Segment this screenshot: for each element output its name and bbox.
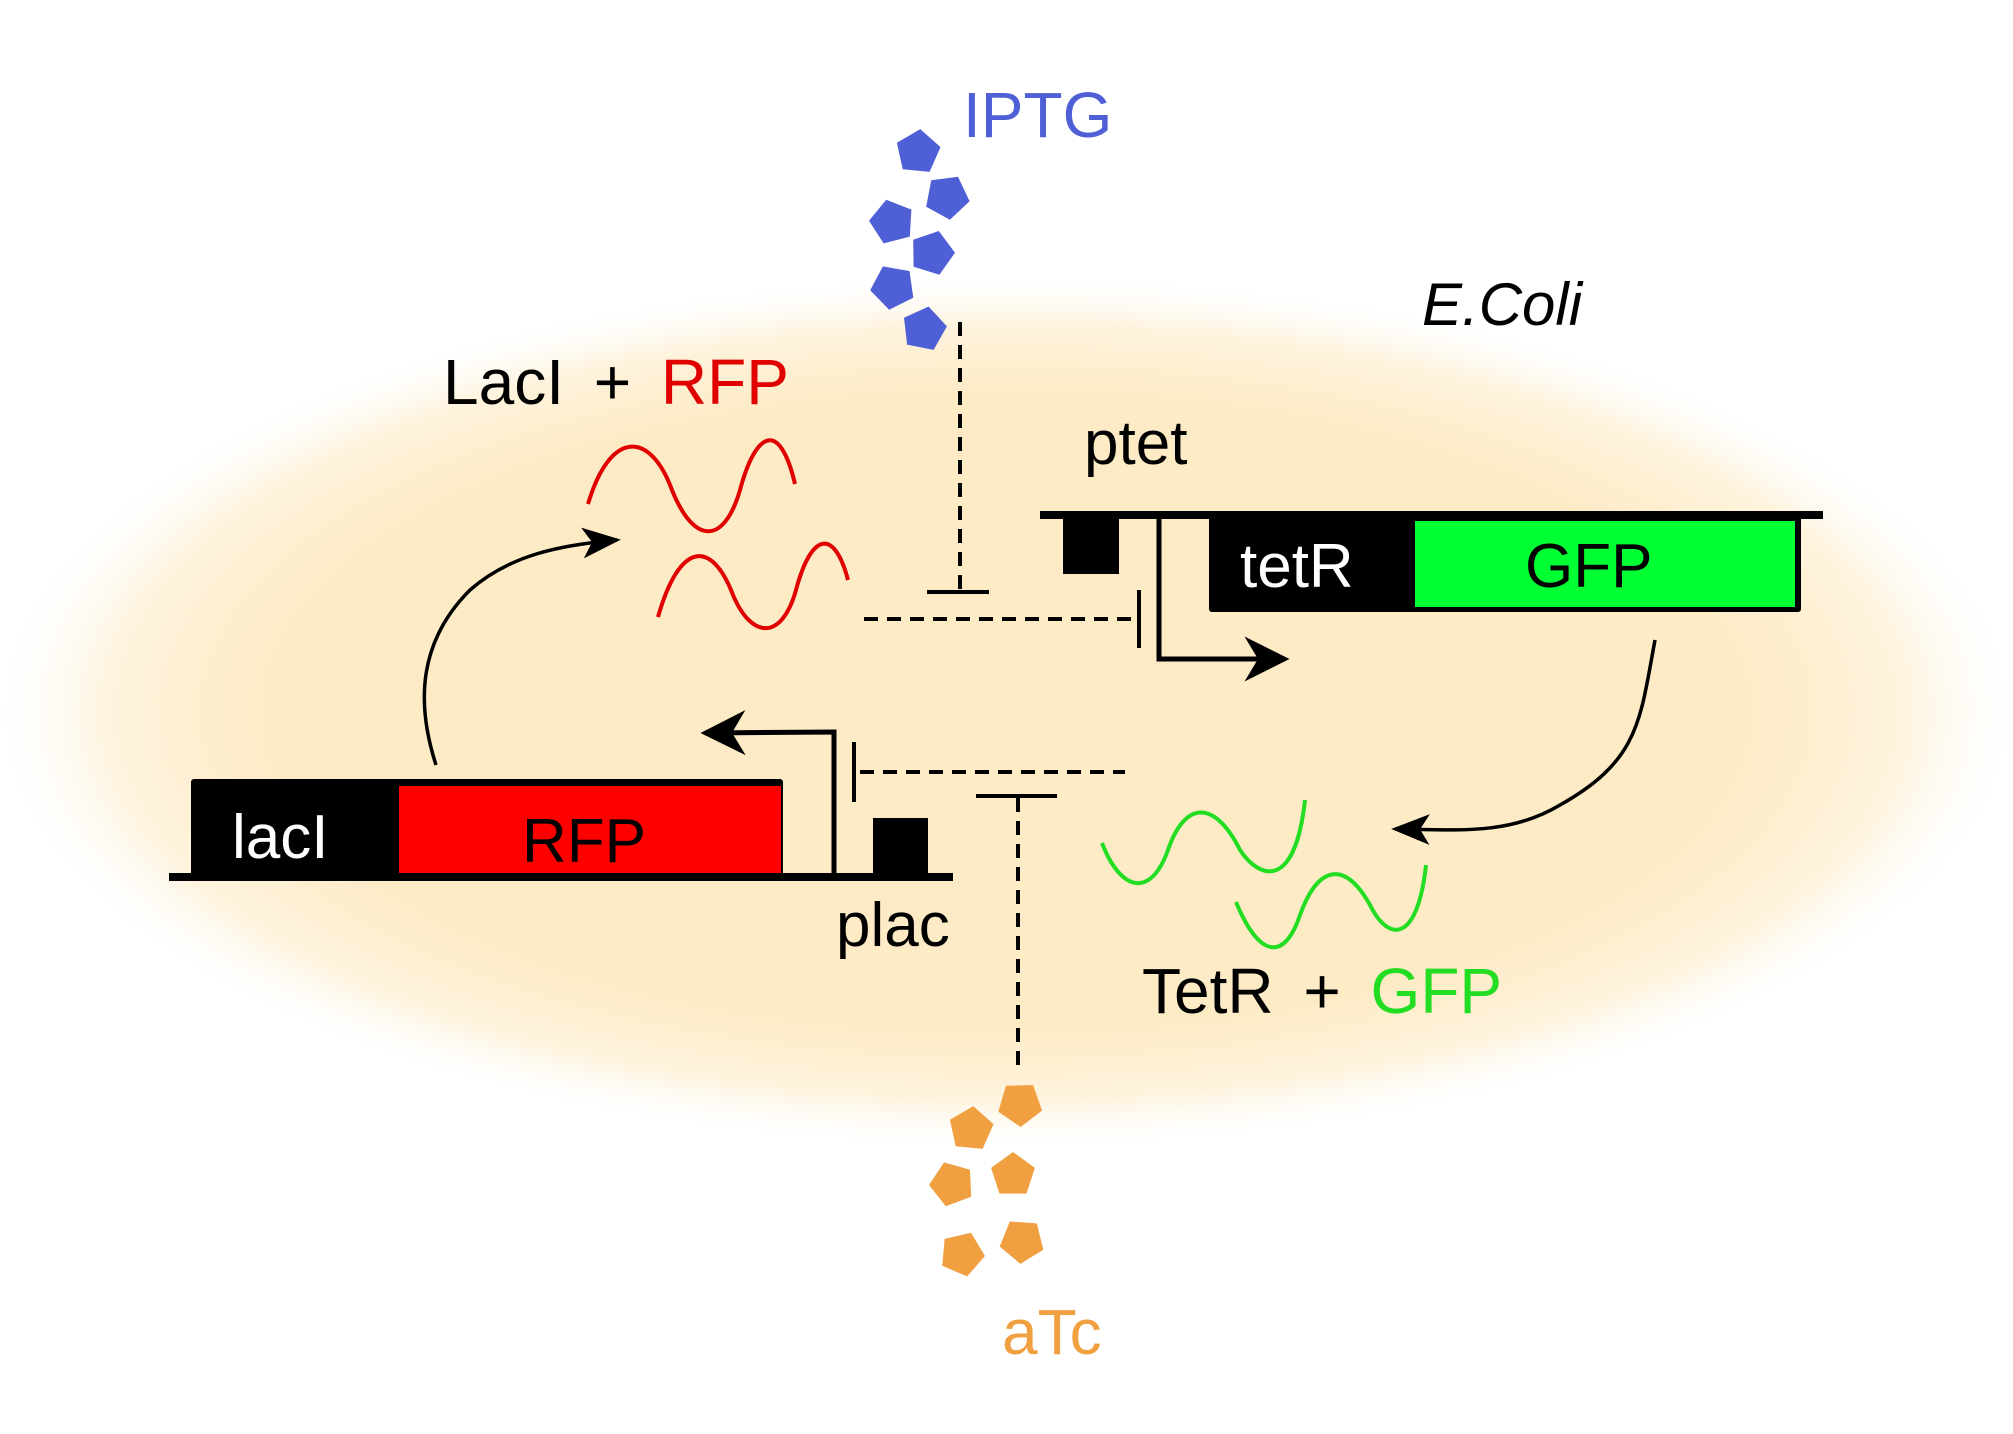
atc-molecule-icon — [929, 1162, 972, 1207]
gfp-gene — [1415, 521, 1795, 607]
laci-gene-label: lacI — [232, 803, 328, 872]
laci-rfp-expression-arrow — [422, 527, 621, 766]
iptg-molecule-icon — [926, 176, 970, 220]
laci-rfp-label: LacI + RFP — [443, 346, 789, 418]
atc-molecule-icon — [942, 1232, 985, 1277]
plac-label: plac — [836, 891, 950, 960]
rfp-wave-2 — [656, 541, 850, 631]
atc-molecule-icon — [949, 1106, 994, 1149]
cell-label: E.Coli — [1422, 271, 1584, 338]
iptg-molecule-icon — [896, 129, 941, 172]
iptg-label: IPTG — [963, 79, 1112, 151]
atc-molecules — [929, 1085, 1044, 1277]
rfp-gene — [399, 786, 781, 873]
tetr-gene-label: tetR — [1240, 532, 1354, 601]
atc-molecule-icon — [999, 1221, 1044, 1264]
tetr-label: TetR — [1142, 955, 1274, 1027]
iptg-molecule-icon — [870, 266, 914, 310]
top-construct: tetR GFP ptet — [1040, 409, 1823, 682]
plac-promoter-arrow — [700, 710, 837, 877]
bottom-construct: lacI RFP plac — [169, 710, 953, 960]
tetr-gfp-label: TetR + GFP — [1142, 955, 1502, 1027]
iptg-molecules — [869, 129, 970, 350]
laci-label: LacI — [443, 346, 564, 418]
iptg-molecule-icon — [913, 231, 955, 275]
iptg-molecule-icon — [869, 199, 912, 244]
ptet-label: ptet — [1084, 409, 1187, 478]
gfp-gene-label: GFP — [1525, 532, 1652, 601]
plus-sign: + — [1303, 955, 1340, 1027]
gfp-wave-1 — [1100, 799, 1307, 885]
ecoli-cell — [0, 272, 2013, 1152]
rfp-gene-label: RFP — [522, 807, 646, 876]
rfp-wave-1 — [586, 438, 797, 534]
tetr-gfp-expression-arrow — [1391, 639, 1657, 845]
plac-operator — [873, 818, 928, 877]
ptet-promoter-arrow — [1156, 517, 1290, 682]
plus-sign: + — [594, 346, 631, 418]
gfp-label: GFP — [1371, 955, 1503, 1027]
iptg-molecule-icon — [904, 306, 947, 350]
atc-molecule-icon — [998, 1085, 1043, 1127]
atc-molecule-icon — [991, 1152, 1035, 1194]
atc-label: aTc — [1002, 1296, 1102, 1368]
ptet-operator — [1063, 515, 1119, 574]
gfp-wave-2 — [1234, 864, 1428, 950]
rfp-label: RFP — [661, 346, 789, 418]
